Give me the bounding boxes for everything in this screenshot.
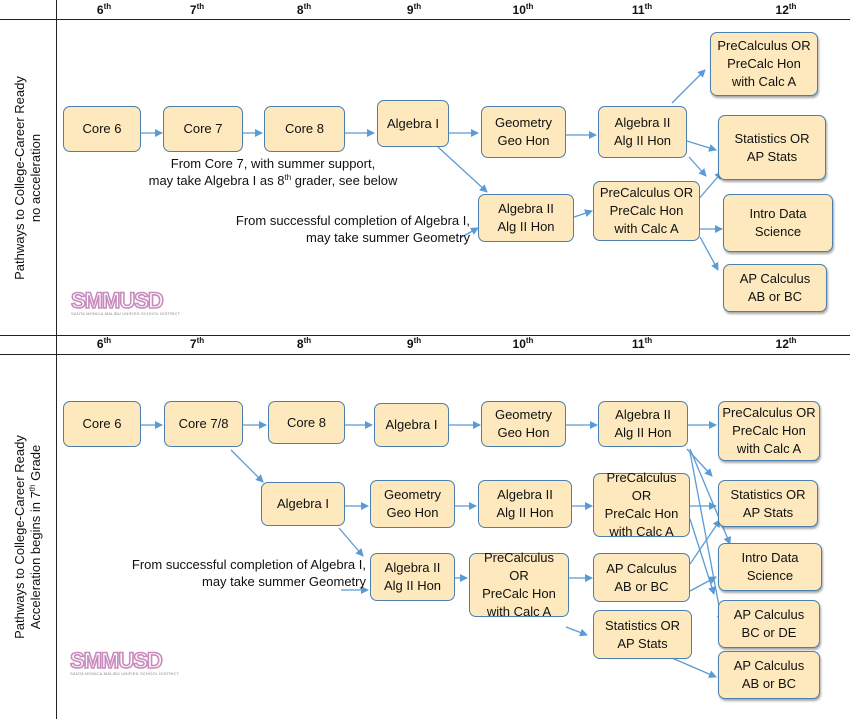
arrow <box>437 146 488 193</box>
grade-header-6: 6th <box>96 2 112 18</box>
grade-header-10: 10th <box>512 336 534 352</box>
course-box-precalc-12: PreCalculus OR PreCalc Hon with Calc A <box>718 401 820 461</box>
course-box-precalc-11: PreCalculus OR PreCalc Hon with Calc A <box>593 181 700 241</box>
course-box-ap-calculus: AP Calculus AB or BC <box>723 264 827 312</box>
arrow <box>689 519 721 565</box>
grid-line-side-column <box>56 0 57 719</box>
course-box-intro-data-science: Intro Data Science <box>723 194 833 252</box>
course-box-algebra2: Algebra II Alg II Hon <box>598 401 688 447</box>
course-box-intro-data-science: Intro Data Science <box>718 543 822 591</box>
course-box-core8: Core 8 <box>264 106 345 152</box>
course-box-algebra1: Algebra I <box>374 403 449 447</box>
course-box-geometry-accelerated: Geometry Geo Hon <box>370 480 455 528</box>
arrow <box>671 69 706 104</box>
course-box-core78: Core 7/8 <box>164 401 243 447</box>
course-box-precalc-12: PreCalculus OR PreCalc Hon with Calc A <box>710 32 818 96</box>
grade-header-7: 7th <box>189 2 205 18</box>
grade-header-11: 11th <box>631 336 653 352</box>
arrow <box>230 449 264 483</box>
grade-header-9: 9th <box>406 2 422 18</box>
course-box-statistics-11: Statistics OR AP Stats <box>593 610 692 659</box>
course-box-core6: Core 6 <box>63 106 141 152</box>
arrow <box>696 171 723 202</box>
course-box-ap-calculus-bc-de: AP Calculus BC or DE <box>718 600 820 648</box>
arrow <box>689 576 717 592</box>
arrow <box>686 448 713 477</box>
course-box-statistics: Statistics OR AP Stats <box>718 115 826 180</box>
summer-geometry-note: From successful completion of Algebra I,… <box>235 213 470 245</box>
grade-header-7: 7th <box>189 336 205 352</box>
arrow <box>699 236 719 271</box>
course-box-algebra2: Algebra II Alg II Hon <box>598 106 687 158</box>
svg-text:SMMUSD: SMMUSD <box>70 648 162 670</box>
grade-header-12: 12th <box>775 336 797 352</box>
course-box-algebra1-accelerated: Algebra I <box>261 482 345 526</box>
course-box-geometry: Geometry Geo Hon <box>481 106 566 158</box>
grid-line-top-header <box>0 19 850 20</box>
grade-header-8: 8th <box>296 2 312 18</box>
arrow <box>459 227 479 239</box>
logo-subtitle: SANTA MONICA-MALIBU UNIFIED SCHOOL DISTR… <box>70 671 180 676</box>
course-box-ap-calculus-11: AP Calculus AB or BC <box>593 553 690 602</box>
smmusd-logo: SMMUSD <box>70 648 164 670</box>
grade-header-12: 12th <box>775 2 797 18</box>
course-box-algebra1: Algebra I <box>377 100 449 147</box>
course-box-algebra2-summer-path: Algebra II Alg II Hon <box>478 194 574 242</box>
course-box-core6: Core 6 <box>63 401 141 447</box>
grade-header-8: 8th <box>296 336 312 352</box>
arrow <box>338 527 364 557</box>
course-box-core7: Core 7 <box>163 106 243 152</box>
grade-header-11: 11th <box>631 2 653 18</box>
course-box-algebra2-accelerated: Algebra II Alg II Hon <box>478 480 572 528</box>
course-box-statistics-12: Statistics OR AP Stats <box>718 480 818 527</box>
arrow <box>689 518 716 595</box>
smmusd-logo: SMMUSD <box>71 288 165 310</box>
grid-line-bottom-header <box>0 354 850 355</box>
arrow <box>573 209 593 218</box>
course-box-algebra2-summer-path: Algebra II Alg II Hon <box>370 553 455 601</box>
course-box-precalc-10: PreCalculus OR PreCalc Hon with Calc A <box>469 550 569 619</box>
arrow <box>565 626 588 637</box>
grid-line-panel-divider <box>0 335 850 336</box>
summer-geometry-note: From successful completion of Algebra I,… <box>131 557 366 589</box>
course-box-core8: Core 8 <box>268 401 345 444</box>
course-box-precalc-11: PreCalculus OR PreCalc Hon with Calc A <box>593 470 690 539</box>
grade-header-10: 10th <box>512 2 534 18</box>
grade-header-9: 9th <box>406 336 422 352</box>
arrow <box>671 657 717 678</box>
grade-header-6: 6th <box>96 336 112 352</box>
logo-subtitle: SANTA MONICA-MALIBU UNIFIED SCHOOL DISTR… <box>71 311 181 316</box>
course-box-geometry: Geometry Geo Hon <box>481 401 566 447</box>
arrow <box>689 448 731 545</box>
arrow <box>688 156 707 177</box>
arrow <box>689 451 725 623</box>
svg-text:SMMUSD: SMMUSD <box>71 288 163 310</box>
summer-support-note: From Core 7, with summer support, may ta… <box>148 156 398 188</box>
arrow <box>686 140 717 152</box>
course-box-ap-calculus-ab-bc: AP Calculus AB or BC <box>718 651 820 699</box>
